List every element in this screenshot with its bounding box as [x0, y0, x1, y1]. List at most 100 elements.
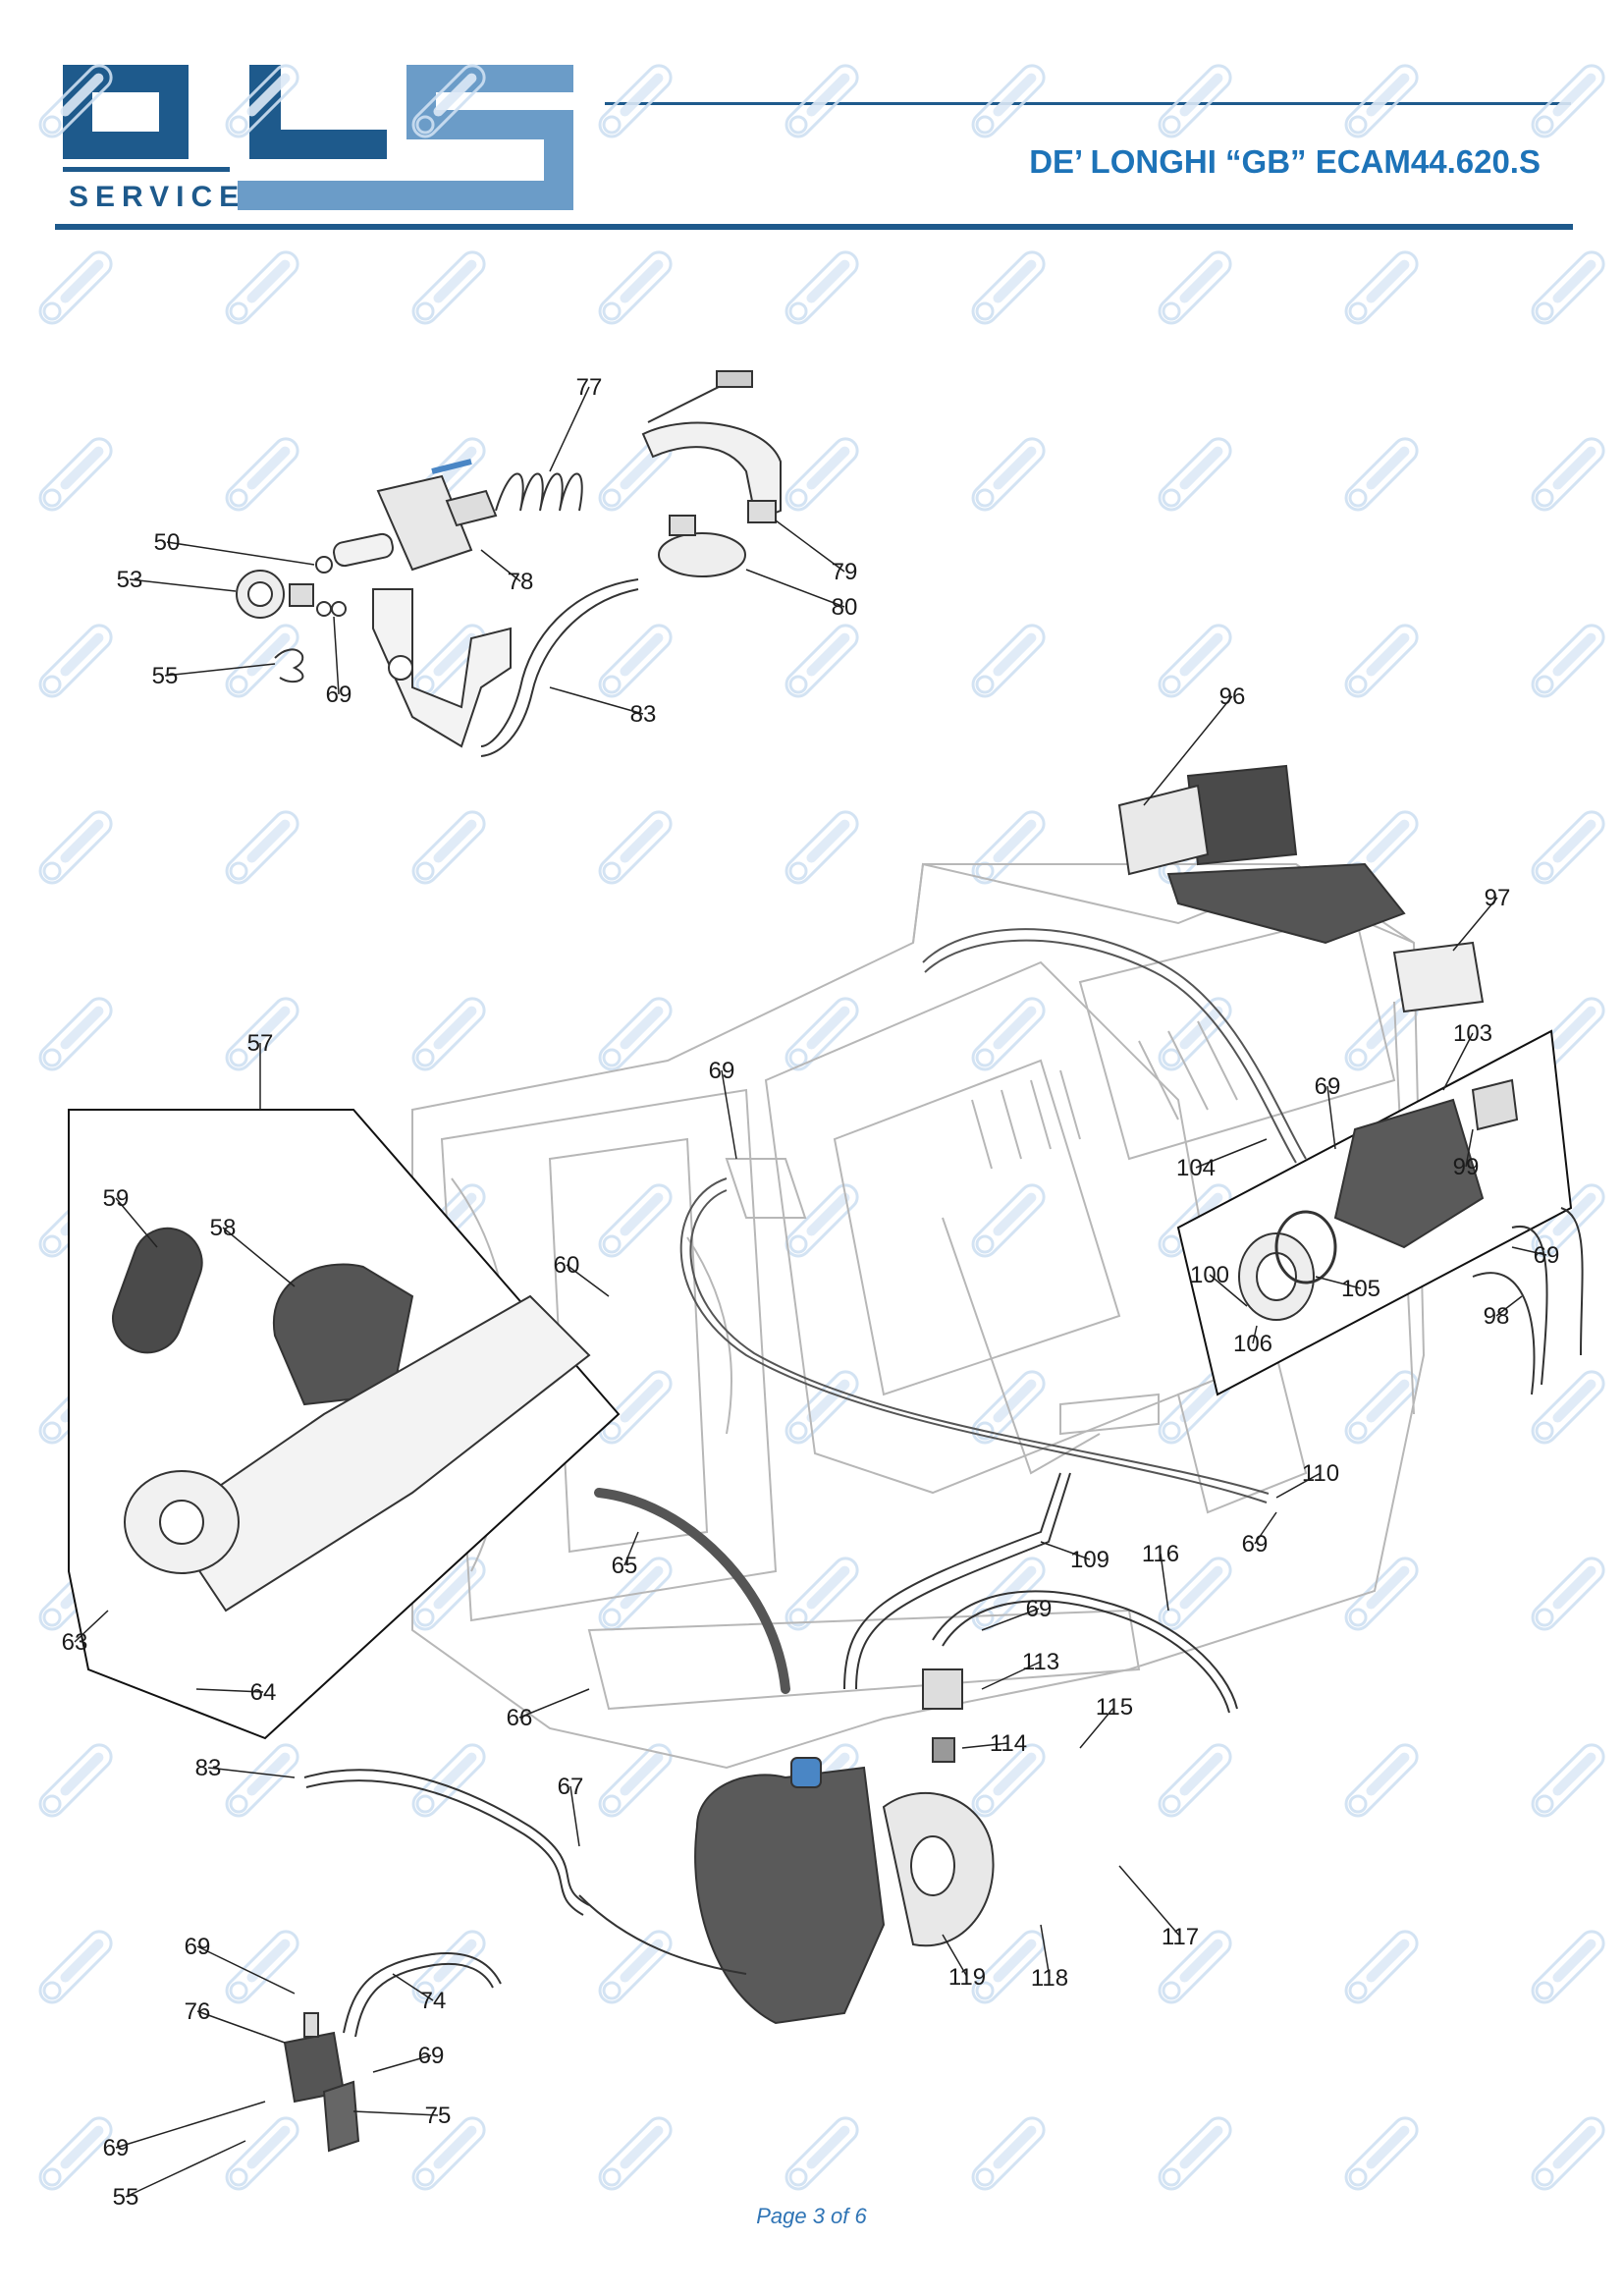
callout-leader-line — [549, 686, 644, 715]
callout-leader-line — [1254, 1511, 1277, 1545]
callout-box-57 — [68, 1109, 621, 1740]
part-callout-label: 74 — [420, 1988, 447, 2014]
callout-leader-line — [1511, 1246, 1547, 1256]
callout-leader-line — [1040, 1924, 1051, 1979]
callout-leader-line — [125, 2140, 246, 2198]
part-callout-label: 50 — [154, 529, 181, 556]
callout-leader-line — [981, 1661, 1042, 1690]
part-callout-label: 100 — [1190, 1262, 1229, 1288]
part-callout-label: 80 — [832, 594, 858, 621]
part-callout-label: 69 — [1315, 1073, 1341, 1100]
part-callout-label: 53 — [117, 567, 143, 593]
callout-leader-line — [1452, 897, 1498, 952]
part-callout-label: 78 — [508, 569, 534, 595]
part-callout-label: 76 — [185, 1998, 211, 2025]
document-title: DE’ LONGHI “GB” ECAM44.620.S — [1029, 143, 1541, 180]
callout-leader-line — [195, 1688, 264, 1693]
callout-leader-line — [196, 1945, 296, 1995]
part-callout-label: 96 — [1219, 683, 1246, 710]
callout-leader-line — [549, 386, 590, 472]
callout-leader-line — [1118, 1865, 1181, 1938]
part-callout-label: 103 — [1453, 1020, 1492, 1047]
part-callout-label: 106 — [1233, 1331, 1272, 1357]
callout-leader-line — [942, 1934, 968, 1978]
callout-leader-line — [775, 519, 845, 573]
callout-leader-line — [166, 541, 315, 566]
part-callout-label: 57 — [247, 1030, 274, 1057]
callout-leader-line — [392, 1973, 434, 2001]
part-callout-label: 69 — [185, 1934, 211, 1960]
callout-leader-line — [1326, 1085, 1336, 1150]
callout-leader-line — [1195, 1138, 1268, 1169]
callout-leader-line — [1252, 1325, 1258, 1344]
part-callout-label: 109 — [1070, 1547, 1109, 1573]
part-callout-label: 98 — [1484, 1303, 1510, 1330]
hose-74 — [343, 1952, 502, 2038]
part-callout-label: 58 — [210, 1215, 237, 1241]
callout-leader-line — [569, 1785, 580, 1847]
part-callout-label: 65 — [612, 1553, 638, 1579]
callout-leader-line — [1315, 1276, 1362, 1289]
control-board-96 — [1117, 764, 1406, 945]
header-rule-bottom — [55, 224, 1573, 230]
callout-leader-line — [1160, 1553, 1169, 1612]
connector-board-97 — [1392, 941, 1485, 1013]
callout-leader-line — [222, 1227, 296, 1287]
solenoid-valve-76 — [283, 2012, 360, 2153]
pump-spring — [431, 459, 583, 512]
callout-leader-line — [1079, 1706, 1115, 1749]
callout-leader-line — [115, 1197, 158, 1248]
callout-leader-line — [1465, 1128, 1474, 1168]
part-callout-label: 69 — [103, 2135, 130, 2161]
callout-leader-line — [333, 616, 340, 695]
part-callout-label: 69 — [1026, 1596, 1053, 1622]
callout-leader-line — [623, 1531, 639, 1566]
callout-leader-line — [1209, 1274, 1248, 1307]
part-callout-label: 105 — [1341, 1276, 1380, 1302]
header-rule-top — [605, 102, 1571, 105]
hose-83-bottom — [303, 1769, 747, 1975]
part-callout-label: 69 — [1534, 1242, 1560, 1269]
callout-leader-line — [164, 663, 276, 677]
callout-leader-line — [74, 1610, 109, 1643]
part-callout-label: 69 — [709, 1058, 735, 1084]
part-callout-label: 116 — [1142, 1541, 1179, 1567]
part-callout-label: 79 — [832, 559, 858, 585]
part-callout-label: 55 — [152, 663, 179, 689]
part-callout-label: 115 — [1096, 1694, 1133, 1721]
part-callout-label: 117 — [1162, 1924, 1199, 1950]
part-callout-label: 75 — [425, 2103, 452, 2129]
callout-leader-line — [1275, 1472, 1322, 1499]
part-callout-label: 63 — [62, 1629, 88, 1656]
hose-83-top — [480, 578, 639, 757]
side-hoses-98 — [1472, 1207, 1584, 1395]
part-callout-label: 118 — [1031, 1965, 1068, 1992]
part-callout-label: 119 — [948, 1964, 986, 1991]
callout-leader-line — [566, 1264, 610, 1297]
callout-leader-line — [745, 569, 845, 608]
part-callout-label: 67 — [558, 1774, 584, 1800]
long-hose-110 — [679, 928, 1307, 1503]
callout-leader-line — [207, 1767, 296, 1778]
callout-leader-line — [1495, 1295, 1523, 1317]
pump-inlet-fitting — [236, 556, 347, 619]
part-callout-label: 99 — [1453, 1154, 1480, 1180]
part-callout-label: 104 — [1176, 1155, 1216, 1181]
logo-subtitle: SERVICE — [69, 181, 246, 213]
part-callout-label: 69 — [1242, 1531, 1269, 1558]
pump-mount-bracket — [372, 588, 512, 748]
callout-leader-line — [1442, 1032, 1474, 1091]
callout-leader-line — [480, 549, 521, 582]
callout-leader-line — [115, 2101, 266, 2149]
part-callout-label: 69 — [326, 682, 352, 708]
part-callout-label: 113 — [1022, 1649, 1059, 1675]
flowmeter-assembly — [641, 370, 782, 577]
callout-leader-line — [981, 1608, 1040, 1631]
part-callout-label: 83 — [195, 1755, 222, 1781]
callout-leader-line — [518, 1688, 590, 1719]
callout-leader-line — [129, 578, 237, 592]
callout-leader-line — [961, 1742, 1009, 1749]
callout-leader-line — [721, 1069, 737, 1160]
page-number: Page 3 of 6 — [756, 2204, 867, 2228]
